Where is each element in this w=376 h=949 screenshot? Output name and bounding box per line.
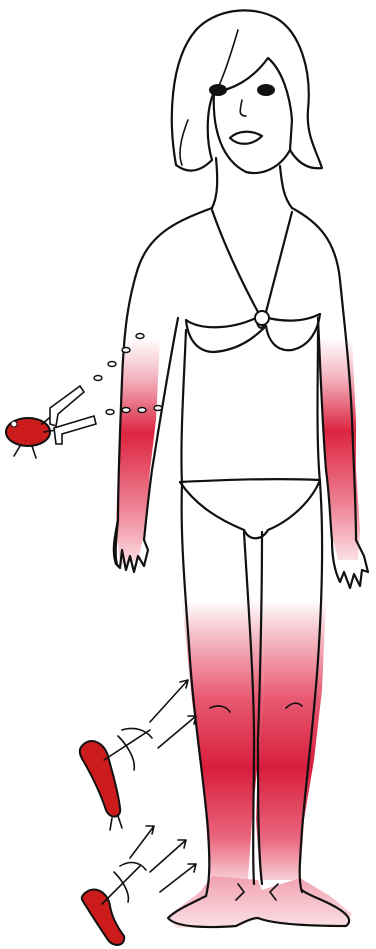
bikini-top	[186, 314, 320, 352]
hair-part	[218, 30, 238, 88]
sausage-body	[82, 890, 124, 945]
crossbow-icon	[104, 728, 152, 770]
bikini-strap-right	[266, 212, 292, 312]
creature-legs	[14, 446, 36, 458]
bikini-bottom	[180, 479, 320, 538]
right-eye	[257, 84, 275, 96]
right-leg-zone	[256, 600, 326, 880]
nose	[240, 100, 246, 116]
sausage-body	[80, 741, 120, 817]
creature-eye	[11, 421, 17, 427]
crossbow-icon	[102, 863, 146, 904]
pistol-icon	[50, 386, 96, 444]
bikini-strap-left	[212, 210, 258, 312]
neck-right	[280, 166, 292, 208]
arrow-volley	[130, 826, 196, 892]
arrow-volley	[150, 680, 196, 748]
hair-strand	[180, 120, 188, 165]
hair	[172, 10, 322, 170]
mouth	[230, 132, 262, 144]
sausage-legs	[110, 816, 122, 830]
attacker-sausage-upper	[80, 680, 196, 830]
neck-left	[212, 158, 217, 208]
left-eye	[209, 84, 227, 96]
bikini-ring	[255, 311, 269, 325]
torso-left	[181, 330, 186, 484]
left-leg-zone	[182, 600, 264, 880]
